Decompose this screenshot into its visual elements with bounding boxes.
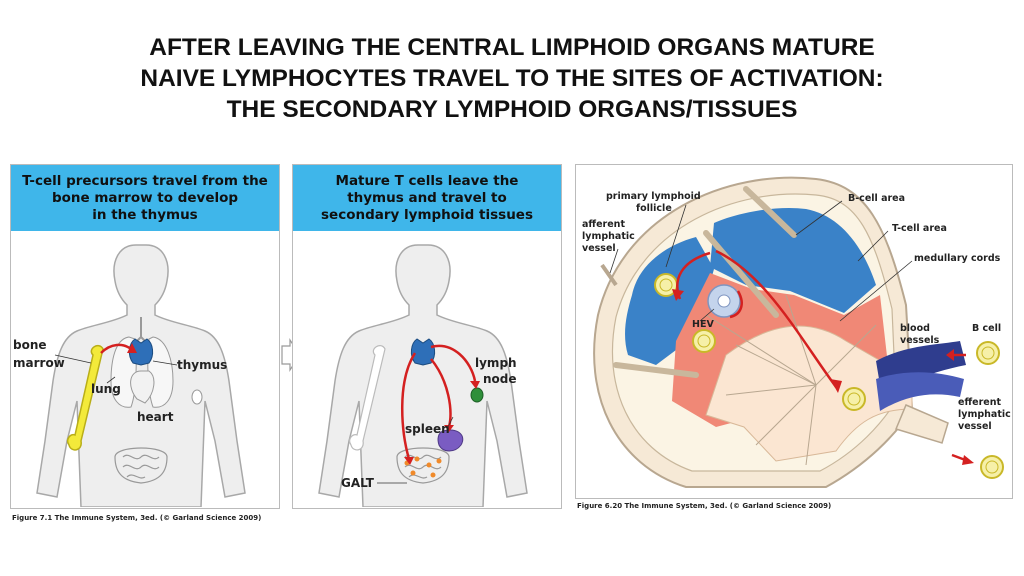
label-b-cell: B cell <box>972 323 1001 334</box>
label-lymph: lymph <box>475 356 517 370</box>
intestines-shape <box>114 447 168 484</box>
label-blood-2: vessels <box>900 335 940 346</box>
label-thymus: thymus <box>177 358 227 372</box>
caption-figure-7-1: Figure 7.1 The Immune System, 3ed. (© Ga… <box>12 514 262 522</box>
label-afferent-3: vessel <box>582 243 616 254</box>
caption-figure-6-20: Figure 6.20 The Immune System, 3ed. (© G… <box>577 502 832 510</box>
label-primary-2: follicle <box>636 203 672 214</box>
bone-to-thymus-arrow <box>100 343 132 354</box>
body-diagram-2: lymph node spleen GALT <box>318 244 528 507</box>
b-cell-area <box>710 207 876 313</box>
panel1-header: T-cell precursors travel from the bone m… <box>11 165 279 231</box>
panel2-header-line-2: thymus and travel to <box>347 189 507 206</box>
galt-patches <box>404 456 442 478</box>
label-spleen: spleen <box>405 422 450 436</box>
panel1-header-line-1: T-cell precursors travel from the <box>22 172 268 189</box>
label-primary-1: primary lymphoid <box>606 191 701 202</box>
panel2-header-line-1: Mature T cells leave the <box>335 172 519 189</box>
lymphocyte-cells <box>654 273 1004 479</box>
bone-marrow-shape <box>66 344 104 451</box>
label-efferent-1: efferent <box>958 397 1001 408</box>
panel1-header-line-3: in the thymus <box>92 206 198 223</box>
title-line-2: NAIVE LYMPHOCYTES TRAVEL TO THE SITES OF… <box>140 65 884 92</box>
heart-shape <box>130 370 155 404</box>
panel-t-cell-migration: Mature T cells leave the thymus and trav… <box>292 164 562 509</box>
body-diagram-1: bone marrow lung thymus heart <box>13 244 246 507</box>
title-line-3: THE SECONDARY LYMPHOID ORGANS/TISSUES <box>226 96 798 123</box>
thymus-shape-2 <box>410 338 436 366</box>
label-medullary-cords: medullary cords <box>914 253 1001 264</box>
migration-arrows <box>401 344 477 460</box>
label-efferent-3: vessel <box>958 421 992 432</box>
panel-thymus-development: T-cell precursors travel from the bone m… <box>10 164 280 509</box>
panel2-header-line-3: secondary lymphoid tissues <box>321 206 533 223</box>
label-lung: lung <box>91 382 121 396</box>
label-galt: GALT <box>341 476 375 490</box>
intestines-shape-2 <box>396 447 450 484</box>
label-t-cell-area: T-cell area <box>892 223 947 234</box>
label-bone: bone <box>13 338 47 352</box>
thymus-shape <box>128 338 154 366</box>
lymph-node-diagram: primary lymphoid follicle afferent lymph… <box>582 176 1011 488</box>
label-blood-1: blood <box>900 323 930 334</box>
panel-lymph-node: primary lymphoid follicle afferent lymph… <box>575 164 1013 499</box>
label-b-cell-area: B-cell area <box>848 193 905 204</box>
title-line-1: AFTER LEAVING THE CENTRAL LIMPHOID ORGAN… <box>149 34 875 61</box>
panel1-header-line-2: bone marrow to develop <box>51 189 239 206</box>
label-marrow: marrow <box>13 356 65 370</box>
label-efferent-2: lymphatic <box>958 409 1011 420</box>
label-afferent-2: lymphatic <box>582 231 635 242</box>
label-heart: heart <box>137 410 174 424</box>
page-title: AFTER LEAVING THE CENTRAL LIMPHOID ORGAN… <box>0 32 1024 125</box>
body-silhouette-2 <box>318 244 528 507</box>
label-node: node <box>483 372 517 386</box>
label-afferent-1: afferent <box>582 219 625 230</box>
spleen-shape <box>437 429 464 452</box>
label-hev: HEV <box>692 319 714 330</box>
lymph-node-shape <box>470 387 484 403</box>
panel2-header: Mature T cells leave the thymus and trav… <box>293 165 561 231</box>
